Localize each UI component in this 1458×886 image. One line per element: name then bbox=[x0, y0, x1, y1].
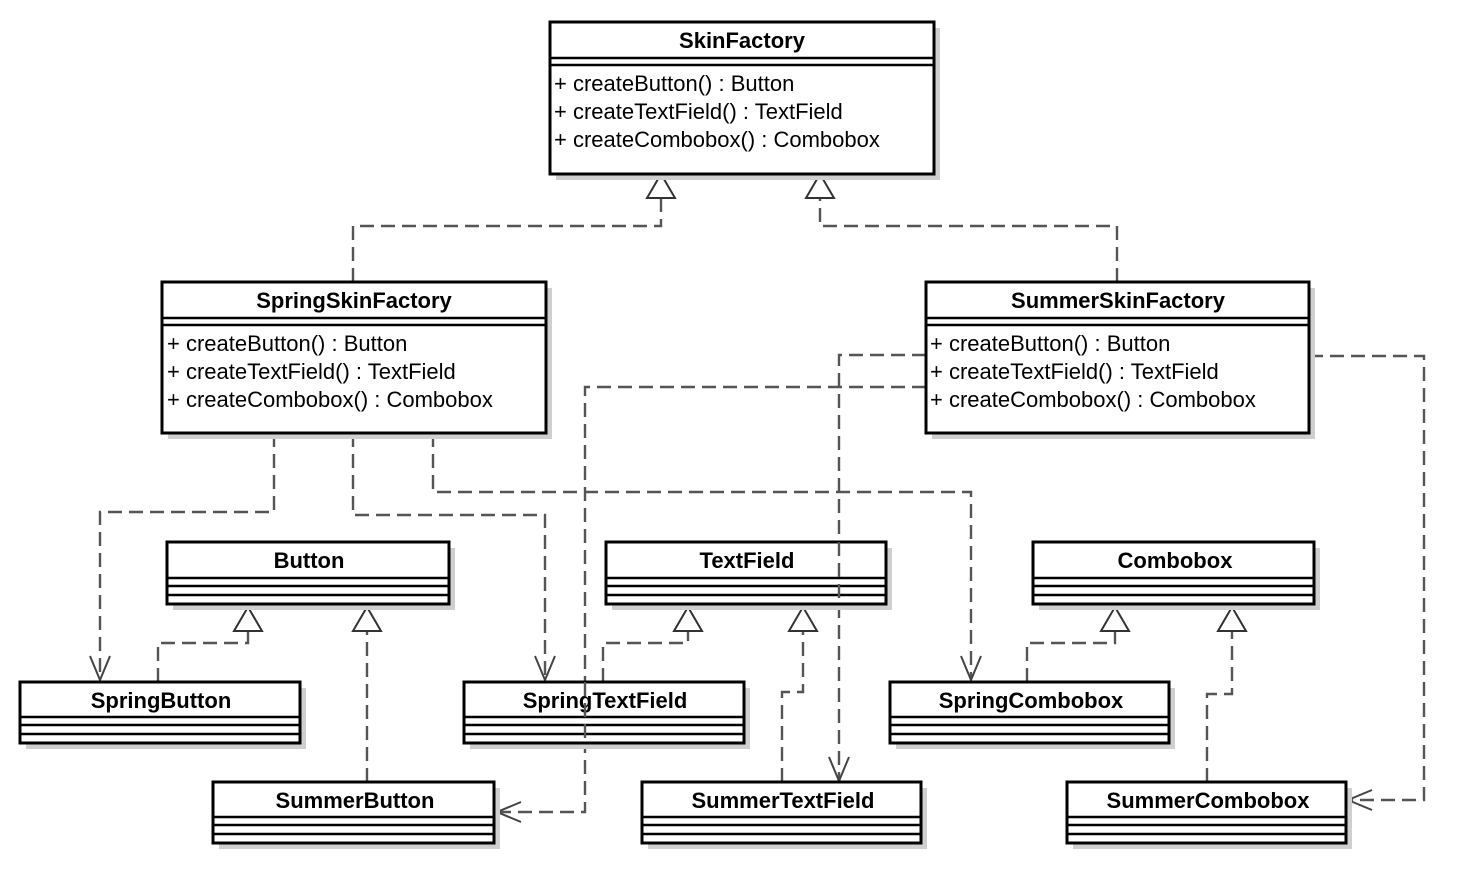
class-summercombobox: SummerCombobox bbox=[1065, 780, 1352, 849]
dependency-springskinfactory-springcombobox bbox=[431, 433, 973, 678]
operation: + createButton() : Button bbox=[554, 71, 794, 96]
dependency-summerskinfactory-summertextfield bbox=[837, 353, 926, 778]
dependency-springskinfactory-springtextfield bbox=[351, 433, 547, 678]
class-name: SummerButton bbox=[276, 788, 435, 813]
realization-springcombobox-combobox bbox=[1025, 631, 1117, 682]
realization-springbutton-button bbox=[156, 631, 250, 682]
class-springtextfield: SpringTextField bbox=[462, 680, 750, 749]
realization-springskinfactory-skinfactory bbox=[351, 198, 663, 282]
connectors bbox=[89, 172, 1426, 823]
realization-summercombobox-combobox bbox=[1205, 631, 1234, 782]
class-springskinfactory: SpringSkinFactory + createButton() : But… bbox=[160, 280, 552, 439]
dependency-springskinfactory-springbutton bbox=[98, 433, 276, 678]
class-name: TextField bbox=[700, 548, 795, 573]
realization-summerskinfactory-skinfactory bbox=[818, 198, 1119, 282]
class-name: SummerCombobox bbox=[1107, 788, 1311, 813]
realization-arrowhead bbox=[232, 605, 264, 632]
class-skinfactory: SkinFactory + createButton() : Button + … bbox=[548, 20, 940, 180]
dependency-summerskinfactory-summerbutton bbox=[500, 385, 926, 814]
operation: + createTextField() : TextField bbox=[930, 359, 1219, 384]
realization-summertextfield-textfield bbox=[780, 631, 805, 782]
operation: + createButton() : Button bbox=[167, 331, 407, 356]
dependency-arrowhead bbox=[89, 655, 111, 683]
dependency-summerskinfactory-summercombobox bbox=[1309, 354, 1426, 802]
connector-overlays bbox=[583, 542, 841, 743]
class-summertextfield: SummerTextField bbox=[640, 780, 927, 849]
class-textfield: TextField bbox=[604, 540, 892, 610]
class-button: Button bbox=[165, 540, 455, 610]
class-name: SpringCombobox bbox=[939, 688, 1124, 713]
realization-arrowhead bbox=[787, 605, 819, 632]
class-summerskinfactory: SummerSkinFactory + createButton() : But… bbox=[924, 280, 1315, 439]
operation: + createButton() : Button bbox=[930, 331, 1170, 356]
class-springcombobox: SpringCombobox bbox=[888, 680, 1175, 749]
operation: + createCombobox() : Combobox bbox=[930, 387, 1256, 412]
class-name: SummerSkinFactory bbox=[1011, 288, 1226, 313]
class-name: SpringButton bbox=[91, 688, 232, 713]
realization-arrowhead bbox=[804, 172, 836, 199]
realization-arrowhead bbox=[351, 605, 383, 632]
operation: + createTextField() : TextField bbox=[167, 359, 456, 384]
dependency-arrowhead bbox=[534, 655, 556, 683]
class-name: SkinFactory bbox=[679, 28, 806, 53]
class-name: SpringTextField bbox=[523, 688, 688, 713]
class-summerbutton: SummerButton bbox=[211, 780, 500, 849]
realization-arrowhead bbox=[672, 605, 704, 632]
class-name: Button bbox=[274, 548, 345, 573]
realization-arrowhead bbox=[645, 172, 677, 199]
operation: + createCombobox() : Combobox bbox=[167, 387, 493, 412]
realization-arrowhead bbox=[1216, 605, 1248, 632]
operation: + createTextField() : TextField bbox=[554, 99, 843, 124]
class-combobox: Combobox bbox=[1031, 540, 1320, 610]
realization-springtextfield-textfield bbox=[601, 631, 690, 682]
class-springbutton: SpringButton bbox=[18, 680, 306, 749]
dependency-arrowhead bbox=[960, 655, 982, 683]
operation: + createCombobox() : Combobox bbox=[554, 127, 880, 152]
realization-arrowhead bbox=[1099, 605, 1131, 632]
class-name: Combobox bbox=[1118, 548, 1234, 573]
class-name: SummerTextField bbox=[692, 788, 875, 813]
class-name: SpringSkinFactory bbox=[256, 288, 452, 313]
